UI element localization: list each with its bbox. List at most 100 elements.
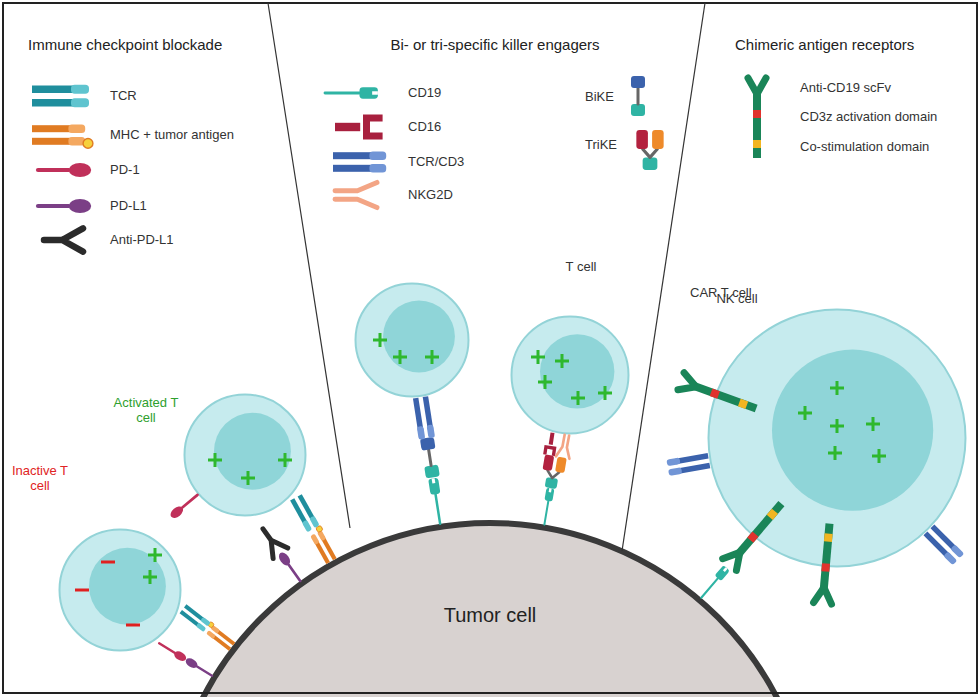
legend-icon bbox=[38, 199, 91, 213]
cell-outline bbox=[58, 528, 182, 652]
mhc-antigen bbox=[203, 621, 237, 651]
cell-membrane bbox=[60, 530, 181, 651]
legend-icon bbox=[335, 182, 377, 207]
panel-region: Inactive T cellActivated T cellImmune ch… bbox=[3, 3, 350, 693]
legend-label: TriKE bbox=[585, 137, 617, 153]
activation-plus bbox=[393, 350, 407, 364]
pdl1-ligand bbox=[277, 551, 304, 584]
anti-pdl1-antibody bbox=[256, 524, 288, 559]
legend-icon bbox=[38, 163, 91, 177]
inhibition-minus bbox=[101, 561, 115, 564]
panel-title: Bi- or tri-specific killer engagers bbox=[390, 36, 599, 53]
activation-plus bbox=[148, 548, 162, 562]
activation-plus bbox=[143, 570, 157, 584]
cell-membrane bbox=[185, 395, 306, 516]
frame bbox=[3, 3, 977, 693]
car-receptor bbox=[814, 523, 839, 604]
activation-plus bbox=[278, 453, 292, 467]
immune-cell: CAR T cell bbox=[707, 308, 967, 568]
activation-plus bbox=[828, 446, 842, 460]
legend-label: Co-stimulation domain bbox=[800, 139, 929, 155]
activation-plus bbox=[373, 333, 387, 347]
tcr-molecule bbox=[290, 494, 320, 532]
legend-label: TCR bbox=[110, 88, 137, 104]
tumor-label: Tumor cell bbox=[164, 604, 816, 627]
cd19-antigen bbox=[540, 488, 554, 526]
mhc-antigen bbox=[308, 525, 339, 564]
cell-membrane bbox=[356, 284, 469, 397]
cell-outline bbox=[510, 315, 630, 435]
legend-icon bbox=[636, 130, 663, 170]
panel-region: CAR T cell Chimeric antigen receptors bbox=[622, 3, 977, 693]
nucleus bbox=[383, 301, 455, 373]
legend-icon bbox=[32, 85, 89, 108]
cell-label: CAR T cell bbox=[690, 286, 752, 301]
activation-plus bbox=[872, 449, 886, 463]
immune-cell: T cell bbox=[354, 282, 470, 398]
panel-region: T cell NK cell Bi- or tri-specific killer … bbox=[268, 3, 705, 693]
cell-label: Activated T cell bbox=[110, 396, 182, 426]
inhibition-minus bbox=[126, 624, 140, 627]
immune-cell: Inactive T cell bbox=[58, 528, 182, 652]
legend-icon bbox=[32, 125, 93, 149]
activation-plus bbox=[830, 381, 844, 395]
legend-icon bbox=[748, 78, 766, 158]
pd1-receptor bbox=[157, 640, 188, 663]
tcr-molecule bbox=[179, 604, 210, 632]
cell-label: Inactive T cell bbox=[8, 464, 72, 494]
activation-plus bbox=[208, 453, 222, 467]
pdl1-ligand bbox=[184, 656, 214, 679]
cell-label: T cell bbox=[566, 260, 597, 275]
activation-plus bbox=[571, 391, 585, 405]
tumor-cell: Tumor cell bbox=[164, 520, 816, 697]
nkg2d-receptor bbox=[556, 434, 574, 459]
tcr-cd3-molecule bbox=[923, 524, 964, 565]
tcr-cd3-molecule bbox=[666, 452, 710, 476]
legend-label: MHC + tumor antigen bbox=[110, 127, 234, 143]
immune-cell: NK cell bbox=[510, 315, 630, 435]
legend-label: Anti-PD-L1 bbox=[110, 232, 174, 248]
car-receptor bbox=[723, 498, 789, 571]
molecules bbox=[32, 76, 964, 679]
car-receptor bbox=[678, 373, 759, 417]
activation-plus bbox=[425, 350, 439, 364]
activation-plus bbox=[798, 406, 812, 420]
cell-outline bbox=[183, 393, 307, 517]
legend-label: PD-L1 bbox=[110, 198, 147, 214]
nucleus bbox=[89, 548, 166, 625]
activation-plus bbox=[866, 417, 880, 431]
legend-label: CD16 bbox=[408, 119, 441, 135]
nucleus bbox=[772, 350, 933, 511]
legend-label: BiKE bbox=[585, 89, 614, 105]
legend-icon bbox=[333, 152, 386, 173]
activation-plus bbox=[830, 419, 844, 433]
legend-icon bbox=[325, 87, 378, 99]
nucleus bbox=[540, 334, 614, 408]
activation-plus bbox=[598, 386, 612, 400]
cell-outline bbox=[707, 308, 967, 568]
activation-plus bbox=[538, 375, 552, 389]
panel-title: Chimeric antigen receptors bbox=[735, 36, 914, 53]
activation-plus bbox=[531, 350, 545, 364]
legend-label: PD-1 bbox=[110, 162, 140, 178]
cd19-antigen bbox=[428, 478, 445, 525]
panel-divider bbox=[268, 3, 350, 528]
cell-membrane bbox=[709, 310, 966, 567]
activation-plus bbox=[555, 354, 569, 368]
inhibition-minus bbox=[75, 589, 89, 592]
legend-icon bbox=[335, 114, 383, 139]
cell-membrane bbox=[512, 317, 629, 434]
legend-label: TCR/CD3 bbox=[408, 154, 464, 170]
legend-label: CD19 bbox=[408, 85, 441, 101]
tcr-cd3-molecule bbox=[412, 396, 435, 440]
trike-engager bbox=[540, 454, 567, 490]
legend-icon bbox=[631, 76, 645, 116]
pd1-receptor bbox=[168, 491, 200, 520]
cd19-antigen bbox=[698, 565, 730, 600]
immune-cell: Activated T cell bbox=[183, 393, 307, 517]
legend-label: CD3z activation domain bbox=[800, 109, 937, 125]
bike-engager bbox=[420, 437, 440, 479]
nucleus bbox=[214, 413, 291, 490]
activation-plus bbox=[241, 471, 255, 485]
